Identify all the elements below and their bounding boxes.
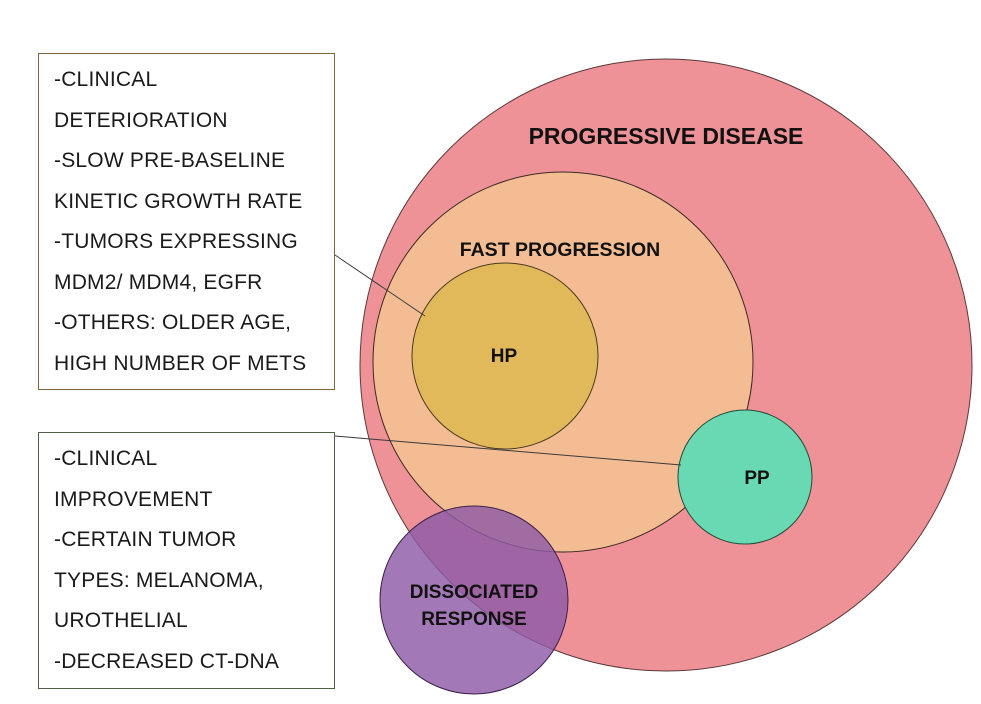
hp-characteristics-box: -CLINICAL DETERIORATION -SLOW PRE-BASELI… xyxy=(38,53,335,390)
fast-progression-label: FAST PROGRESSION xyxy=(460,239,660,261)
dissociated-response-label-line2: RESPONSE xyxy=(421,609,527,630)
hp-connector-line xyxy=(334,254,426,317)
dissociated-response-circle xyxy=(379,505,569,695)
hp-box-line: MDM2/ MDM4, EGFR xyxy=(54,270,263,294)
pp-label: PP xyxy=(744,468,770,489)
pp-box-line: -CLINICAL xyxy=(54,447,158,470)
pp-box-line: UROTHELIAL xyxy=(54,609,188,632)
hp-box-line: HIGH NUMBER OF METS xyxy=(54,351,307,375)
pp-box-line: TYPES: MELANOMA, xyxy=(54,568,264,592)
pp-connector-line xyxy=(334,435,682,466)
pp-characteristics-box: -CLINICAL IMPROVEMENT -CERTAIN TUMOR TYP… xyxy=(38,432,335,689)
progressive-disease-label: PROGRESSIVE DISEASE xyxy=(529,123,804,149)
pp-box-line: -CERTAIN TUMOR xyxy=(54,528,237,551)
pp-box-line: -DECREASED CT-DNA xyxy=(54,649,280,673)
hp-box-line: -SLOW PRE-BASELINE xyxy=(54,149,286,172)
hp-box-line: DETERIORATION xyxy=(54,108,228,132)
hp-box-line: -TUMORS EXPRESSING xyxy=(54,230,298,253)
hp-circle xyxy=(411,262,599,450)
hp-box-line: KINETIC GROWTH RATE xyxy=(54,189,303,213)
dissociated-response-label-line1: DISSOCIATED xyxy=(410,582,538,603)
pp-circle xyxy=(677,409,813,545)
hp-box-line: -OTHERS: OLDER AGE, xyxy=(54,311,292,334)
pp-box-line: IMPROVEMENT xyxy=(54,487,213,511)
hp-box-line: -CLINICAL xyxy=(54,68,158,91)
hp-label: HP xyxy=(491,346,518,367)
